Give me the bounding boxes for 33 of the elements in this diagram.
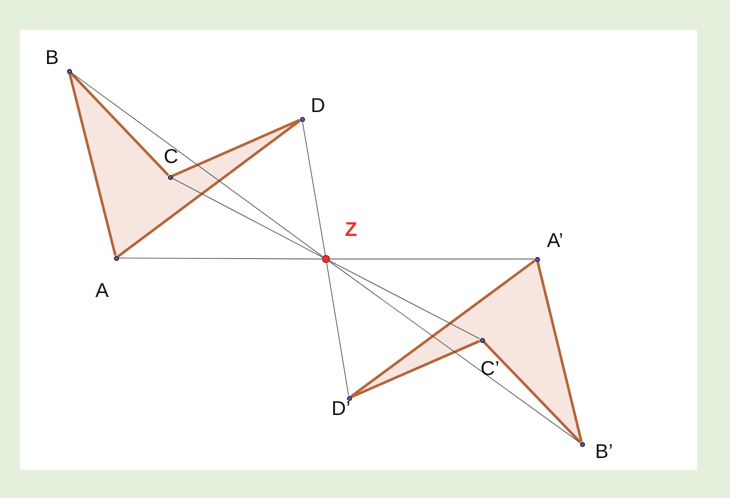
polygon-side [536,261,583,442]
polygon-side [70,72,170,176]
line-segment [172,178,323,258]
point-label: D’ [332,399,350,419]
point-label: A [95,281,109,301]
point-dot [580,442,584,446]
point-label: D [310,96,326,116]
point-label: A’ [546,231,564,251]
point-dot [480,338,484,342]
line-segment [326,262,349,396]
point-dot [534,256,540,262]
point-label: Z [344,220,358,240]
point-label: C [164,147,178,167]
line-segment [328,261,580,443]
point-dot [346,396,352,400]
line-segment [330,258,535,260]
point-label: B’ [595,442,613,462]
line-segment [302,121,326,256]
line-segment [118,258,322,260]
point-label: C’ [480,359,500,379]
polygon-side [482,340,582,444]
polygon-side [350,259,536,398]
point-label: B [45,48,59,68]
point-dot [168,174,172,180]
polygon-side [350,340,480,398]
line-segment [329,260,480,340]
point-dot [300,116,304,122]
point-dot [114,256,118,260]
polygon-side [172,118,300,178]
point-dot [66,68,72,74]
polygon-side [68,73,117,256]
line-segment [70,72,324,257]
polygon-side [117,119,301,258]
